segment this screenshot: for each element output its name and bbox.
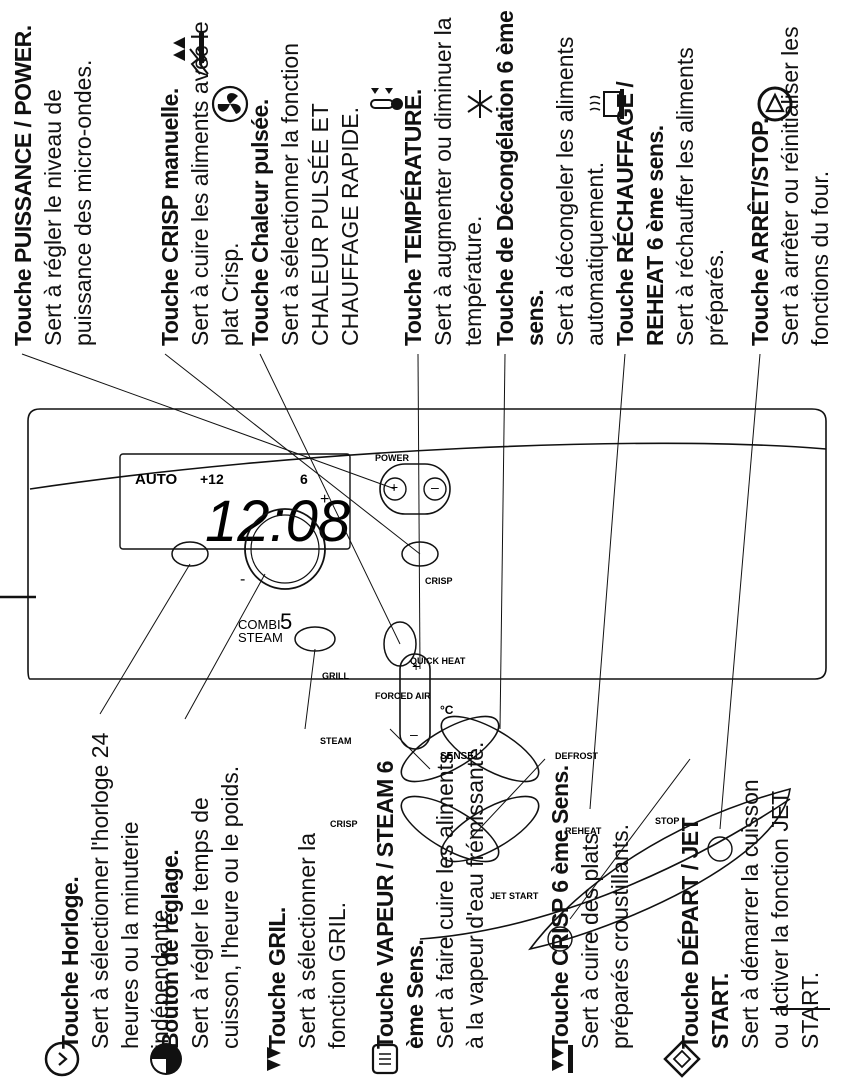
power-key[interactable]: + – POWER — [375, 453, 451, 515]
reheat-icon — [589, 89, 624, 119]
svg-text:–: – — [410, 726, 418, 742]
crisp-label: CRISP — [425, 576, 453, 586]
svg-text:–: – — [431, 479, 439, 495]
fan-icon — [211, 85, 249, 123]
snowflake-icon — [467, 90, 493, 118]
brand-line1: COMBI — [238, 617, 281, 632]
forced-air-label: FORCED AIR — [375, 691, 431, 701]
clock-key[interactable] — [171, 541, 209, 567]
start-icon — [663, 1040, 701, 1078]
stop-icon — [757, 86, 793, 122]
svg-text:+: + — [320, 491, 329, 508]
stop-symbol — [707, 836, 733, 862]
display-plus12: +12 — [200, 471, 224, 487]
panel-curve — [29, 442, 827, 490]
reheat-label: REHEAT — [565, 826, 602, 836]
leader-lines — [21, 353, 761, 920]
svg-text:POWER: POWER — [375, 453, 410, 463]
start-stop-divider — [419, 798, 791, 940]
defrost-label: DEFROST — [555, 751, 599, 761]
grill-label: GRILL — [322, 671, 349, 681]
steam-label: STEAM — [320, 736, 352, 746]
brand-num: 5 — [280, 609, 292, 634]
quick-heat-label: QUICK HEAT — [410, 656, 466, 666]
steam-key[interactable] — [432, 704, 547, 794]
jet-start-label: JET START — [490, 891, 539, 901]
panel-outline — [27, 408, 827, 680]
display-time: 12:08 — [205, 489, 350, 554]
svg-text:+: + — [390, 479, 398, 495]
grill-icon — [267, 1047, 281, 1071]
thermometer-icon — [370, 88, 403, 110]
svg-text:+: + — [412, 658, 420, 674]
brand-line2: STEAM — [238, 630, 283, 645]
display-auto: AUTO — [135, 471, 178, 488]
grill-key[interactable] — [294, 626, 336, 652]
defrost-key[interactable] — [392, 704, 507, 794]
jet-start-key[interactable] — [528, 787, 791, 951]
lcd-display: AUTO +12 12:08 6 — [119, 453, 351, 554]
stop-label: STOP — [655, 816, 679, 826]
temperature-key[interactable]: – + °C — [399, 653, 454, 750]
crisp2-label: CRISP — [330, 819, 358, 829]
svg-text:-: - — [240, 571, 245, 588]
crisp-icon — [552, 1045, 573, 1073]
start-symbol — [547, 926, 573, 952]
adjust-dial[interactable]: - + — [240, 491, 329, 590]
crisp-icon — [173, 33, 204, 63]
display-six: 6 — [300, 471, 308, 487]
crisp-manual-key[interactable] — [401, 541, 439, 567]
steam-icon — [371, 1043, 399, 1075]
sense-label: SENSE — [440, 751, 474, 762]
crisp-sense-key[interactable] — [392, 784, 507, 874]
svg-text:°C: °C — [440, 703, 454, 717]
clock-icon — [44, 1041, 80, 1077]
reheat-key[interactable] — [432, 784, 547, 874]
dial-icon — [150, 1043, 182, 1075]
